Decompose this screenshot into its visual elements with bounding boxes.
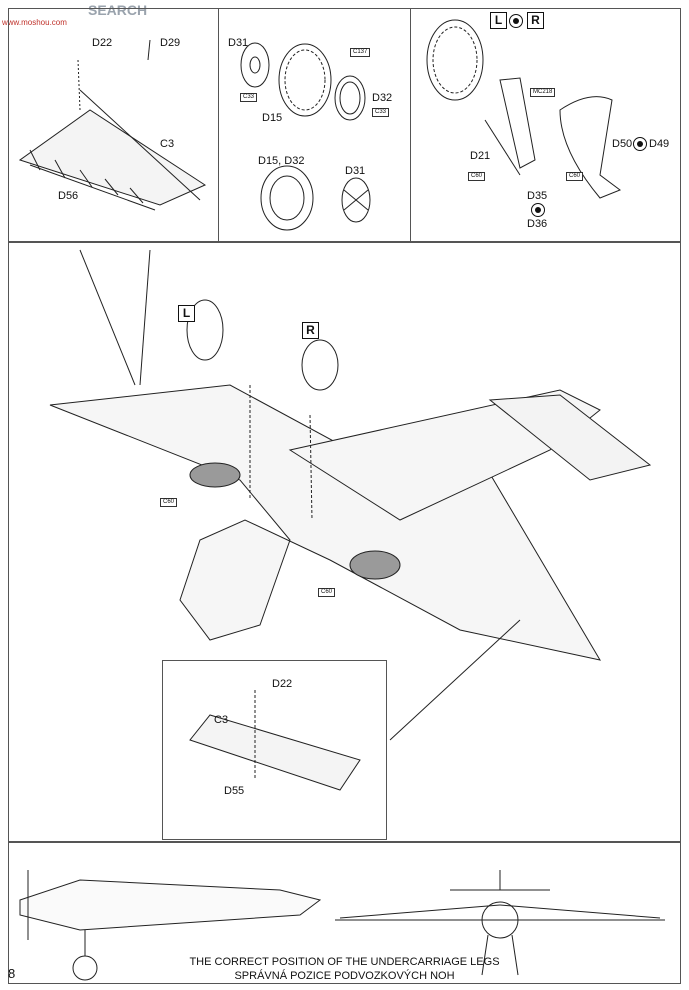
undercarriage-leg-drawing — [426, 19, 622, 199]
detail-part-label-d22: D22 — [272, 678, 293, 690]
d35-d36-icon — [531, 203, 545, 217]
main-side-left-marker: L — [178, 305, 195, 322]
aircraft-main-drawing — [49, 249, 652, 741]
part-label-d31: D31 — [228, 37, 249, 49]
top-panel-frame — [8, 8, 681, 242]
part-label-d32: D32 — [372, 92, 393, 104]
ref-label-mc218: MC218 — [530, 88, 556, 97]
ref-label-c137: C137 — [350, 48, 371, 57]
detail-part-label-c3: C3 — [214, 714, 229, 726]
part-label-d29: D29 — [160, 37, 181, 49]
side-separator-icon — [509, 14, 523, 28]
bottom-wing-detail-drawing — [189, 690, 361, 791]
wheel-parts-drawing — [240, 42, 371, 231]
part-label-d35: D35 — [527, 190, 548, 202]
main-side-right-marker: R — [302, 322, 319, 339]
ref-label-c60-b: C60 — [566, 172, 584, 181]
page-number: 8 — [8, 966, 16, 981]
part-label-d15-d32: D15, D32 — [258, 155, 305, 167]
ref-label-c60: C60 — [468, 172, 486, 181]
divider-1 — [218, 8, 219, 242]
divider-2 — [410, 8, 411, 242]
part-label-d22: D22 — [92, 37, 113, 49]
footer-subtitle: SPRÁVNÁ POZICE PODVOZKOVÝCH NOH — [234, 970, 455, 982]
side-left-marker: L — [490, 12, 507, 29]
wing-tip-drawing — [18, 39, 207, 211]
main-ref-label-c60-b: C60 — [318, 588, 336, 597]
footer-front-view-drawing — [335, 870, 665, 976]
main-panel-frame — [8, 242, 681, 842]
d50-d49-separator-icon — [633, 137, 647, 151]
ref-label-c33-b: C33 — [372, 108, 390, 117]
part-label-d50: D50 — [612, 138, 633, 150]
footer-title: THE CORRECT POSITION OF THE UNDERCARRIAG… — [189, 956, 500, 968]
part-label-d15: D15 — [262, 112, 283, 124]
watermark-url: www.moshou.com — [2, 18, 67, 27]
side-right-marker: R — [527, 12, 544, 29]
part-label-d56: D56 — [58, 190, 79, 202]
watermark-brand: SEARCH — [88, 2, 148, 18]
main-ref-label-c60: C60 — [160, 498, 178, 507]
detail-part-label-d55: D55 — [224, 785, 245, 797]
part-label-d49: D49 — [649, 138, 670, 150]
footer-frame — [8, 842, 681, 984]
ref-label-c33: C33 — [240, 93, 258, 102]
part-label-c3: C3 — [160, 138, 175, 150]
part-label-d31-b: D31 — [345, 165, 366, 177]
part-label-d36: D36 — [527, 218, 548, 230]
footer-side-view-drawing — [19, 870, 322, 981]
part-label-d21: D21 — [470, 150, 491, 162]
